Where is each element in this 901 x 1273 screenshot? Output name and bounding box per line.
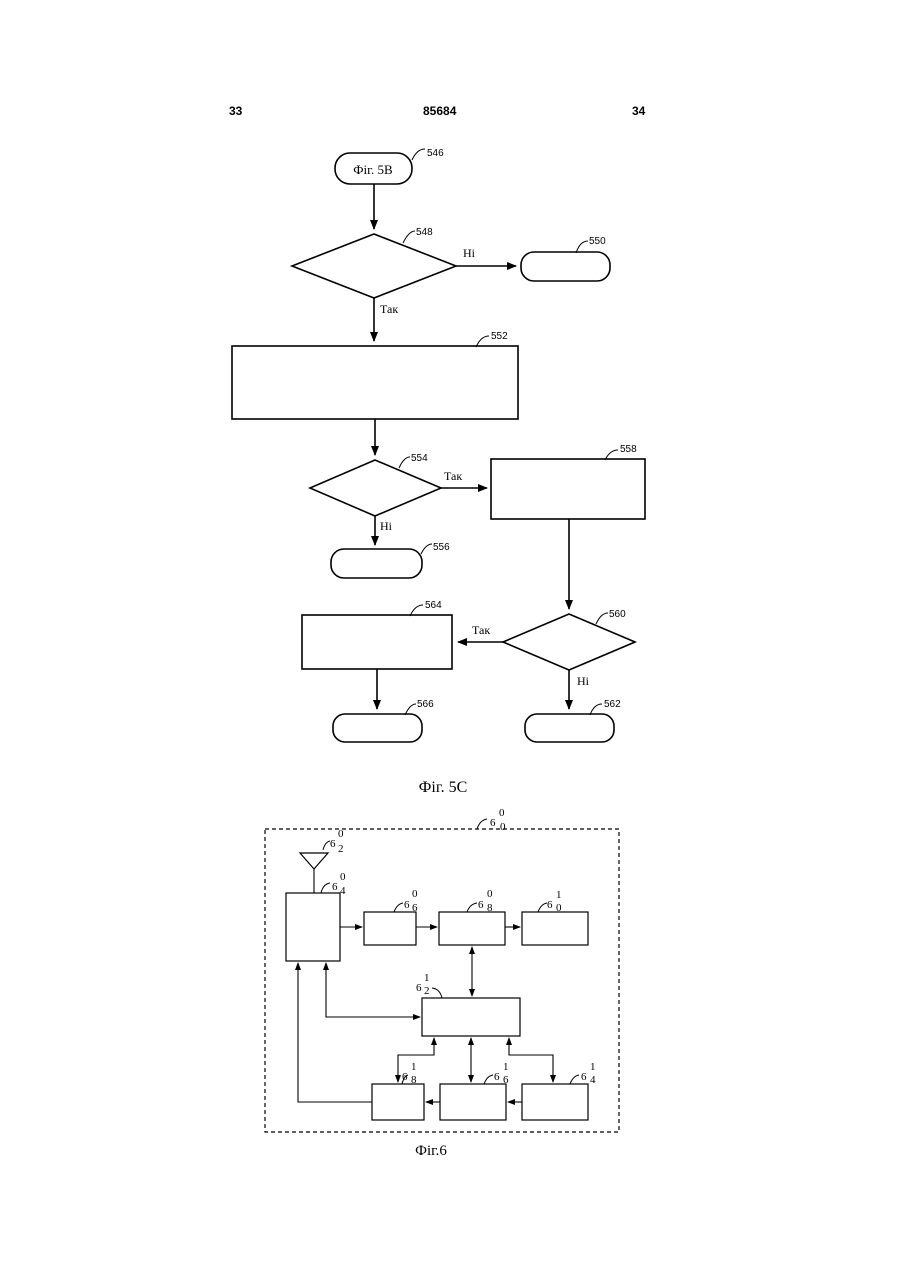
link-618-604 xyxy=(298,963,372,1102)
ref-614: 6 1 4 xyxy=(581,1061,598,1086)
ref-556: 556 xyxy=(433,542,450,553)
ref-560: 560 xyxy=(609,609,626,620)
leader-600 xyxy=(477,819,487,829)
process-564 xyxy=(302,615,452,669)
leader-602 xyxy=(323,841,330,850)
leader-612 xyxy=(432,988,442,998)
label-560-no: Ні xyxy=(577,674,590,688)
decision-560 xyxy=(503,614,635,670)
ref-608: 6 0 8 xyxy=(478,888,495,914)
ref-550: 550 xyxy=(589,236,606,247)
terminal-556 xyxy=(331,549,422,578)
terminal-566 xyxy=(333,714,422,742)
leader-548 xyxy=(403,231,415,243)
leader-608 xyxy=(467,903,477,912)
leader-556 xyxy=(421,544,432,554)
ref-554: 554 xyxy=(411,453,428,464)
ref-602: 6 0 2 xyxy=(330,828,346,855)
terminal-562 xyxy=(525,714,614,742)
label-548-yes: Так xyxy=(380,302,398,316)
block-618 xyxy=(372,1084,424,1120)
leader-614 xyxy=(570,1075,579,1084)
ref-552: 552 xyxy=(491,331,508,342)
process-558 xyxy=(491,459,645,519)
leader-604 xyxy=(321,883,330,893)
leader-560 xyxy=(596,613,608,624)
ref-546: 546 xyxy=(427,148,444,159)
label-548-no: Ні xyxy=(463,246,476,260)
block-614 xyxy=(522,1084,588,1120)
figure-caption-5c: Фіг. 5С xyxy=(419,779,468,796)
ref-564: 564 xyxy=(425,600,442,611)
ref-618: 6 1 8 xyxy=(402,1061,419,1086)
ref-612: 6 1 2 xyxy=(416,972,432,997)
block-diagram-fig6: 6 0 0 6 0 2 6 0 4 xyxy=(265,807,619,1159)
block-608 xyxy=(439,912,505,945)
terminal-546-label: Фіг. 5В xyxy=(353,162,393,177)
ref-562: 562 xyxy=(604,699,621,710)
label-554-no: Ні xyxy=(380,519,393,533)
leader-554 xyxy=(399,457,410,468)
link-612-604 xyxy=(326,963,420,1017)
label-554-yes: Так xyxy=(444,469,462,483)
ref-606: 6 0 6 xyxy=(404,888,420,914)
ref-616: 6 1 6 xyxy=(494,1061,511,1086)
leader-546 xyxy=(412,149,425,160)
flowchart-fig5c: Фіг. 5В 546 548 Ні 550 Так 552 5 xyxy=(232,148,645,796)
ref-566: 566 xyxy=(417,699,434,710)
block-610 xyxy=(522,912,588,945)
leader-616 xyxy=(484,1075,493,1084)
block-612 xyxy=(422,998,520,1036)
label-560-yes: Так xyxy=(472,623,490,637)
terminal-550 xyxy=(521,252,610,281)
ref-558: 558 xyxy=(620,444,637,455)
link-612-614 xyxy=(509,1038,553,1082)
leader-606 xyxy=(394,903,403,912)
leader-610 xyxy=(538,903,547,912)
decision-548 xyxy=(292,234,456,298)
figure-caption-6: Фіг.6 xyxy=(415,1143,447,1159)
ref-548: 548 xyxy=(416,227,433,238)
ref-610: 6 1 0 xyxy=(547,889,564,914)
decision-554 xyxy=(310,460,441,516)
block-604 xyxy=(286,893,340,961)
block-616 xyxy=(440,1084,506,1120)
block-606 xyxy=(364,912,416,945)
process-552 xyxy=(232,346,518,419)
